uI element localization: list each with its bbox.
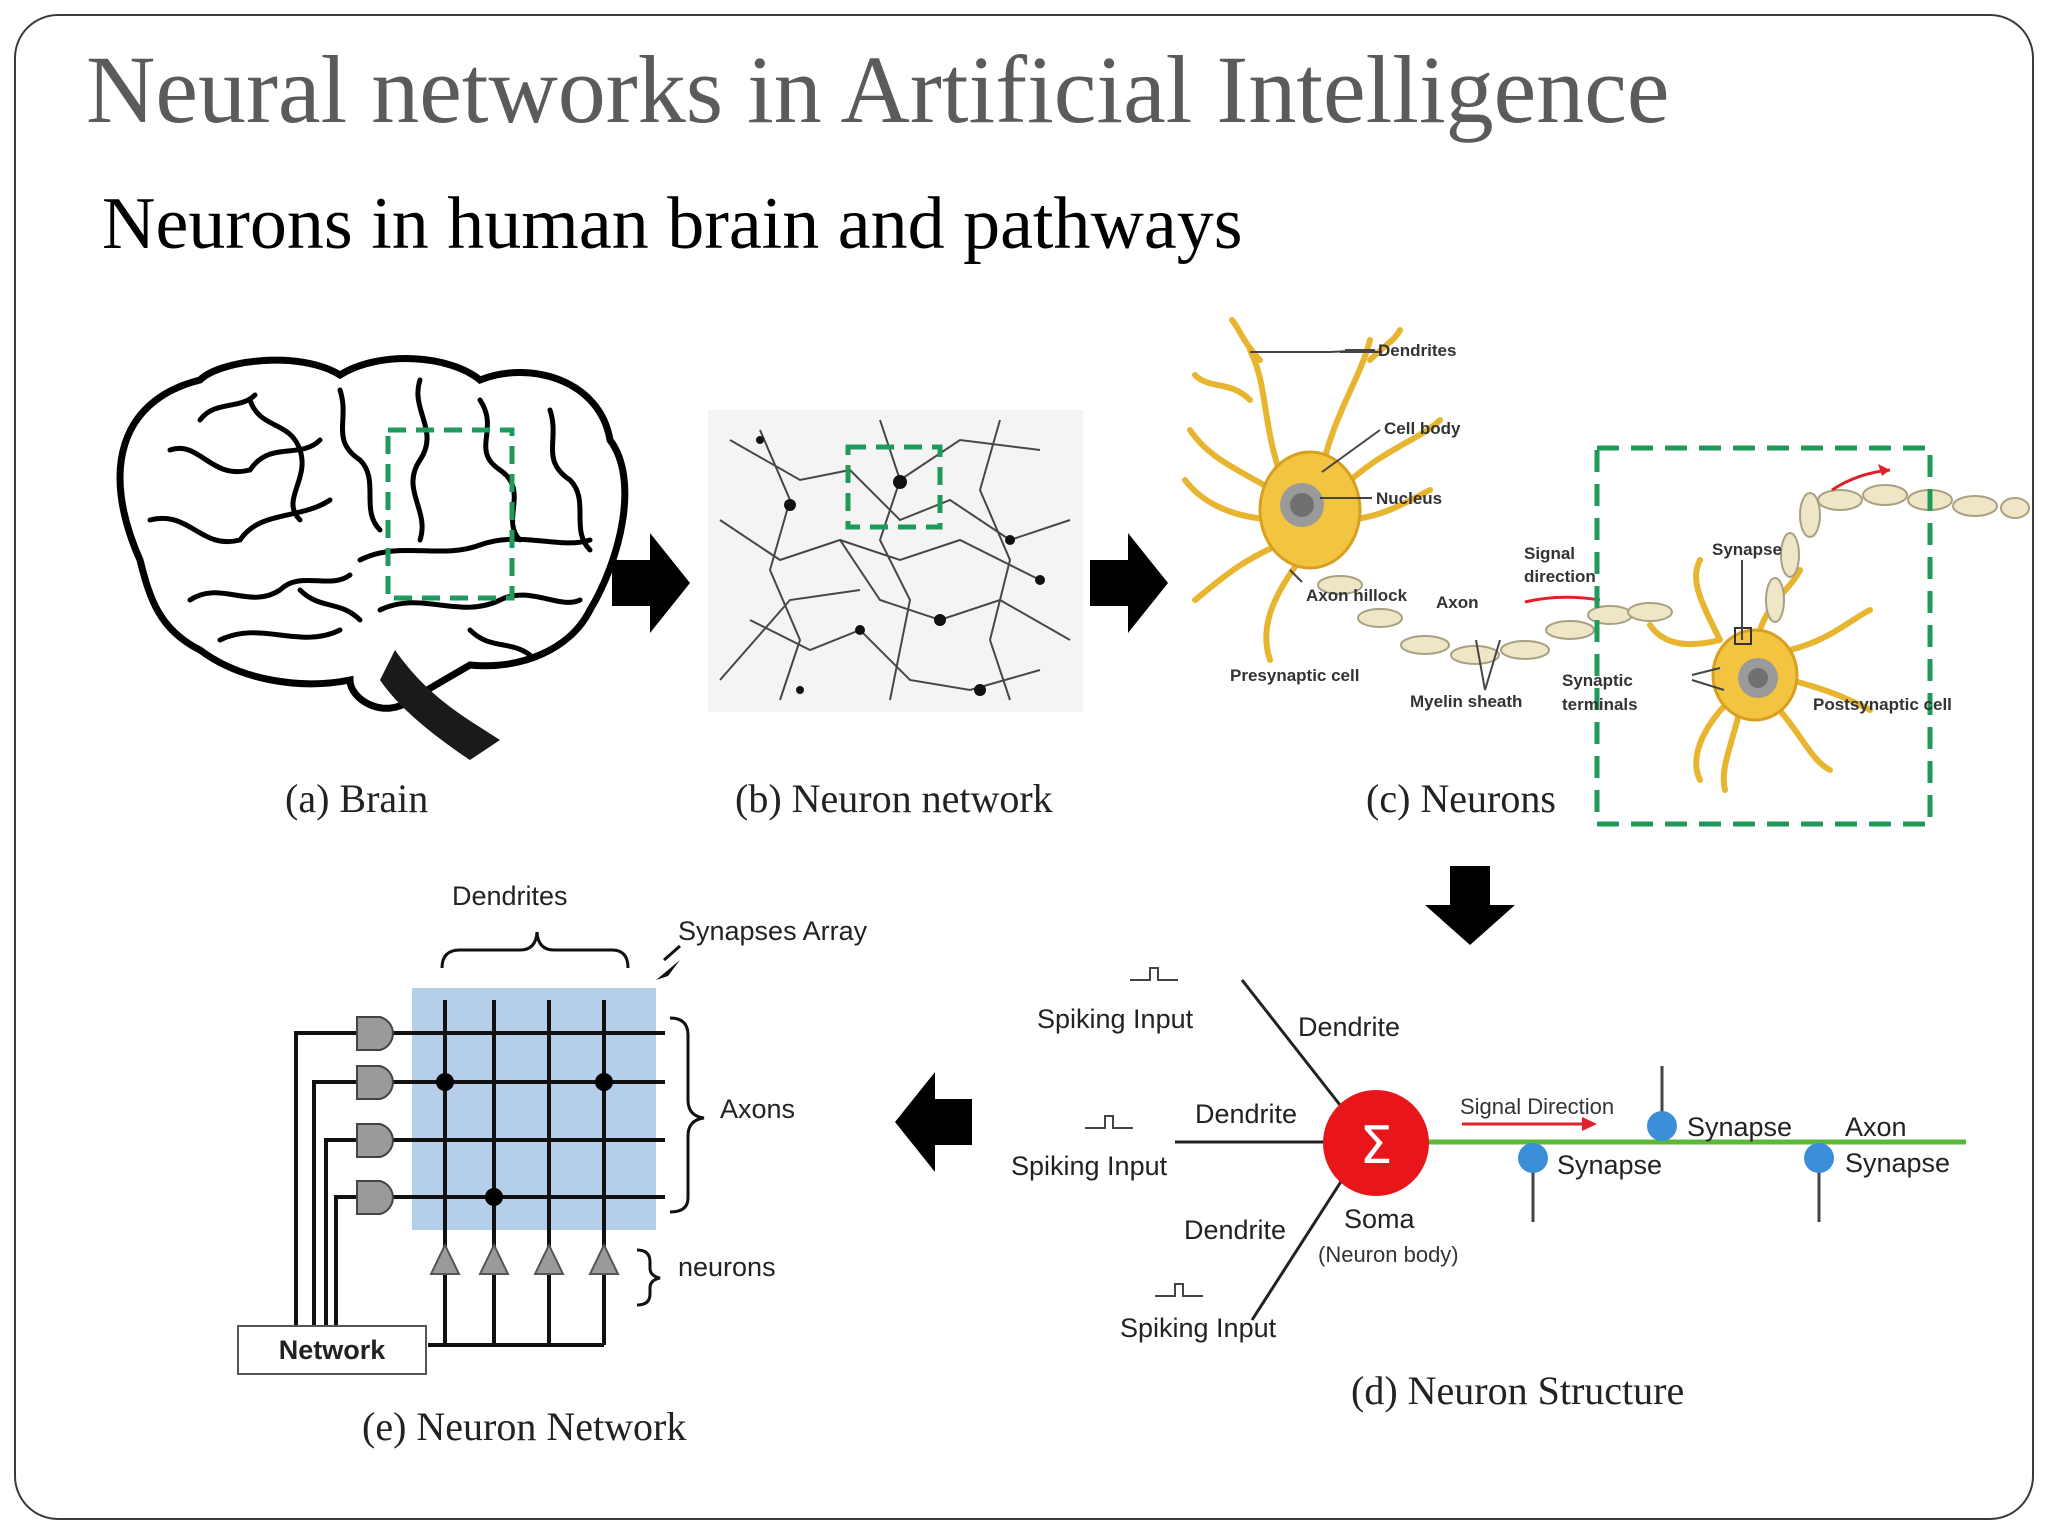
label-myelin-sheath: Myelin sheath (1410, 692, 1522, 711)
network-box (237, 1325, 427, 1375)
synapses-array-area (412, 988, 656, 1230)
caption-brain: (a) Brain (285, 776, 428, 821)
caption-neuron-network-e: (e) Neuron Network (362, 1404, 686, 1449)
soma-circle (1323, 1090, 1429, 1196)
label-network: Network (279, 1335, 387, 1365)
neuron-network-image (708, 410, 1083, 712)
label-dendrite-top: Dendrite (1298, 1012, 1400, 1042)
slide-subtitle: Neurons in human brain and pathways (102, 183, 1243, 265)
label-neurons: neurons (678, 1252, 776, 1282)
label-synapse-1: Synapse (1687, 1112, 1792, 1142)
sigma-symbol: Σ (1360, 1116, 1393, 1176)
label-spiking-input-bottom: Spiking Input (1120, 1313, 1277, 1343)
label-neuron-body: (Neuron body) (1318, 1242, 1459, 1267)
label-dendrites: Dendrites (452, 881, 568, 911)
brain-highlight-box (385, 427, 515, 601)
arrow-right-icon (612, 533, 690, 633)
label-spiking-input-mid: Spiking Input (1011, 1151, 1168, 1181)
label-synapse-2: Synapse (1557, 1150, 1662, 1180)
label-spiking-input-top: Spiking Input (1037, 1004, 1194, 1034)
neuron-structure-diagram: Σ Spiking Input Dendrite Dendrite Spikin… (1011, 967, 1966, 1343)
brain-illustration (116, 355, 629, 760)
label-postsynaptic-cell: Postsynaptic cell (1813, 695, 1952, 714)
synapse-dot (1518, 1143, 1548, 1173)
label-soma: Soma (1344, 1204, 1416, 1234)
label-presynaptic-cell: Presynaptic cell (1230, 666, 1359, 685)
label-synapses-array: Synapses Array (678, 916, 868, 946)
neuron-highlight-box (1594, 445, 1933, 827)
caption-neurons: (c) Neurons (1366, 776, 1556, 821)
label-direction: direction (1524, 567, 1596, 586)
label-terminals: terminals (1562, 695, 1638, 714)
label-dendrite-mid: Dendrite (1195, 1099, 1297, 1129)
label-synapse-3: Synapse (1845, 1148, 1950, 1178)
label-dendrite-bottom: Dendrite (1184, 1215, 1286, 1245)
label-signal-direction: Signal Direction (1460, 1094, 1614, 1119)
network-highlight-box (845, 444, 943, 530)
caption-neuron-network: (b) Neuron network (735, 776, 1053, 821)
slide-title: Neural networks in Artificial Intelligen… (86, 36, 1670, 143)
synapse-dot (1647, 1111, 1677, 1141)
label-dendrites: Dendrites (1378, 341, 1456, 360)
arrow-down-icon (1425, 866, 1515, 945)
label-axon: Axon (1436, 593, 1479, 612)
label-cell-body: Cell body (1384, 419, 1461, 438)
label-axon-hillock: Axon hillock (1306, 586, 1408, 605)
label-synapse: Synapse (1712, 540, 1782, 559)
neuron-network-diagram: Network Dendrites Synapses Array Axons n… (237, 881, 868, 1375)
synapse-dot (1804, 1143, 1834, 1173)
arrow-right-icon (1090, 533, 1168, 633)
label-synaptic: Synaptic (1562, 671, 1633, 690)
arrow-left-icon (895, 1072, 972, 1172)
label-nucleus: Nucleus (1376, 489, 1442, 508)
label-axons: Axons (720, 1094, 795, 1124)
label-signal: Signal (1524, 544, 1575, 563)
neuron-illustration: Dendrites Cell body Nucleus Axon hillock… (1182, 317, 2030, 827)
label-axon: Axon (1845, 1112, 1907, 1142)
caption-neuron-structure: (d) Neuron Structure (1351, 1368, 1684, 1413)
